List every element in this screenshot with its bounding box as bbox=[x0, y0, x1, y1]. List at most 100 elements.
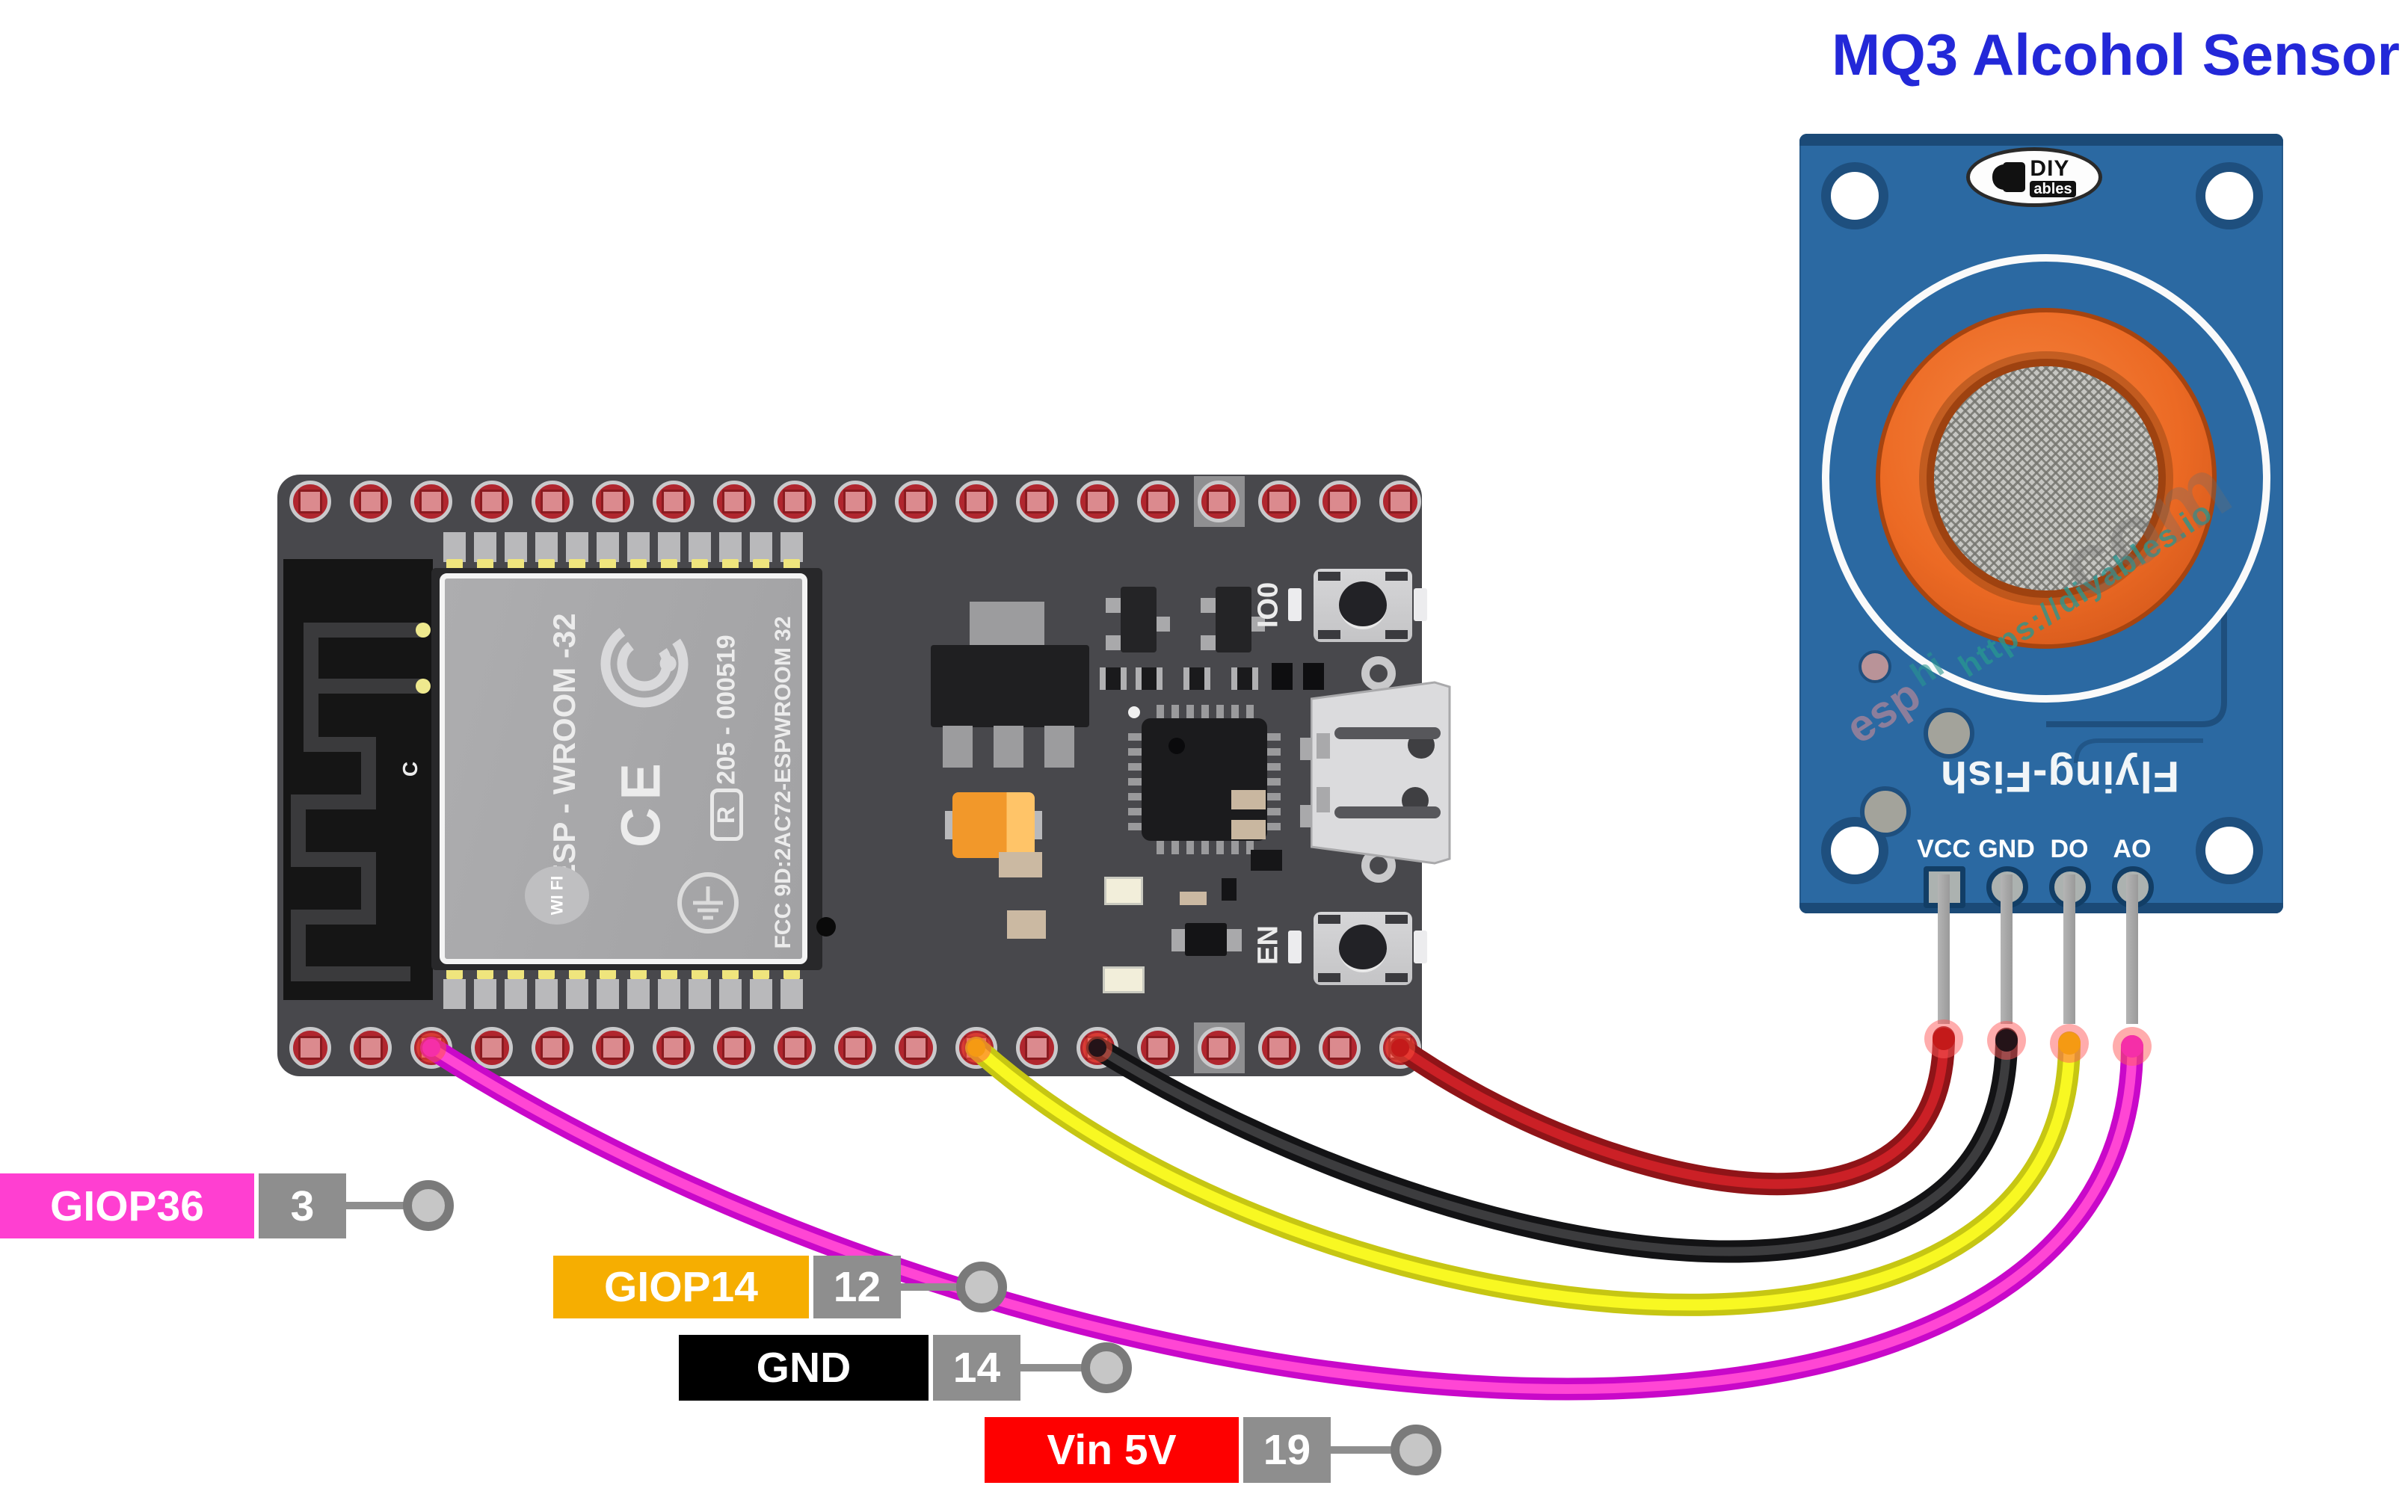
en-button-cap[interactable] bbox=[1339, 925, 1387, 972]
header-pin bbox=[471, 481, 513, 522]
transistor-leg bbox=[1201, 598, 1216, 613]
castellation-pad bbox=[566, 979, 588, 1009]
smd-capacitor bbox=[1136, 667, 1163, 690]
qfn-pin bbox=[1246, 841, 1254, 854]
qfn-pin bbox=[1186, 705, 1194, 718]
resistor bbox=[999, 852, 1042, 877]
sensor-pin-do bbox=[2063, 874, 2075, 1024]
castellation-pad bbox=[443, 532, 466, 562]
diode-lead bbox=[1225, 929, 1242, 951]
ce-mark: CE bbox=[609, 756, 672, 848]
callout-giop14: GIOP14 bbox=[553, 1256, 809, 1318]
header-pin bbox=[350, 481, 392, 522]
sensor-pin-gnd bbox=[2001, 874, 2013, 1024]
solder-pad bbox=[1860, 786, 1911, 837]
page-title: MQ3 Alcohol Sensor bbox=[1832, 22, 2400, 87]
wire-do-outer bbox=[965, 1031, 2081, 1316]
qfn-pin bbox=[1201, 705, 1209, 718]
header-pin bbox=[1379, 1027, 1421, 1069]
mounting-hole bbox=[2196, 817, 2263, 884]
regulator-tab bbox=[970, 602, 1044, 647]
header-pin bbox=[774, 481, 816, 522]
resistor bbox=[1007, 910, 1046, 939]
transistor-leg bbox=[1155, 617, 1170, 632]
callout-terminal bbox=[1391, 1425, 1441, 1475]
callout-vin5v: Vin 5V bbox=[985, 1417, 1239, 1483]
micro-usb-connector[interactable] bbox=[1311, 681, 1460, 865]
resistor bbox=[1231, 820, 1266, 839]
wire-do-core bbox=[970, 1037, 2075, 1311]
castellation-pad bbox=[474, 979, 496, 1009]
header-pin bbox=[834, 1027, 876, 1069]
qfn-pin bbox=[1128, 793, 1142, 800]
header-pin bbox=[1016, 1027, 1058, 1069]
io0-button-tab bbox=[1414, 588, 1427, 621]
qfn-pin bbox=[1128, 778, 1142, 786]
diyables-logo-icon bbox=[1992, 162, 2026, 192]
smd-capacitor bbox=[1183, 667, 1210, 690]
transistor-leg bbox=[1106, 598, 1121, 613]
qfn-pin bbox=[1128, 808, 1142, 815]
led bbox=[1104, 877, 1143, 905]
header-pin bbox=[1379, 481, 1421, 522]
qfn-pin bbox=[1157, 841, 1164, 854]
qfn-pin bbox=[1201, 841, 1209, 854]
pcb-traces bbox=[2046, 612, 2227, 764]
qfn-pin bbox=[1231, 705, 1239, 718]
qfn-pin bbox=[1267, 733, 1281, 741]
header-pin bbox=[592, 481, 634, 522]
logo-ables-text: ables bbox=[2030, 180, 2076, 197]
smd-ic bbox=[1272, 663, 1293, 690]
qfn-pin bbox=[1157, 705, 1164, 718]
en-button-tab bbox=[1288, 931, 1302, 963]
voltage-regulator bbox=[931, 645, 1089, 727]
qfn-pin bbox=[1128, 763, 1142, 771]
qfn-pin bbox=[1171, 841, 1179, 854]
qfn-pin bbox=[1267, 823, 1281, 830]
board-edge bbox=[1799, 903, 2283, 913]
white-ring bbox=[1822, 254, 2270, 703]
header-pin bbox=[895, 481, 937, 522]
module-dot bbox=[816, 917, 836, 936]
silkscreen-c: C bbox=[398, 761, 422, 777]
smd-capacitor bbox=[1100, 667, 1127, 690]
callout-line bbox=[346, 1202, 406, 1209]
usb-pad bbox=[1300, 738, 1312, 760]
header-pin bbox=[955, 1027, 997, 1069]
callout-line bbox=[1020, 1364, 1084, 1371]
header-pin bbox=[1198, 1027, 1240, 1069]
qfn-pin bbox=[1267, 808, 1281, 815]
diyables-logo: DIY ables bbox=[1966, 147, 2102, 207]
io0-button[interactable] bbox=[1314, 569, 1412, 642]
qfn-pin bbox=[1267, 793, 1281, 800]
header-pin bbox=[1319, 481, 1361, 522]
header-pin bbox=[289, 481, 331, 522]
regulator-leg bbox=[994, 726, 1023, 768]
wifi-logo: WI FI bbox=[525, 866, 589, 925]
callout-line bbox=[901, 1283, 959, 1291]
castellation-pad bbox=[627, 532, 650, 562]
castellation-pad bbox=[597, 532, 619, 562]
qfn-pin bbox=[1267, 748, 1281, 756]
diode-lead bbox=[1171, 929, 1188, 951]
board-name-text: Flying-Fish bbox=[1939, 752, 2180, 800]
usb-pad bbox=[1300, 805, 1312, 827]
header-pin bbox=[713, 481, 755, 522]
pin-label-ao: AO bbox=[2113, 835, 2152, 863]
header-pin bbox=[1077, 1027, 1118, 1069]
io0-button-cap[interactable] bbox=[1339, 581, 1387, 629]
pin-label-gnd: GND bbox=[1978, 835, 2035, 863]
en-button[interactable] bbox=[1314, 912, 1412, 985]
qfn-pin bbox=[1128, 733, 1142, 741]
module-fcc-text: FCC 9D:2AC72-ESPWROOM 32 bbox=[771, 616, 795, 949]
qfn-pin bbox=[1128, 823, 1142, 830]
qfn-pin bbox=[1231, 841, 1239, 854]
en-label: EN bbox=[1252, 925, 1284, 965]
header-pin bbox=[289, 1027, 331, 1069]
header-pin bbox=[653, 1027, 695, 1069]
castellation-pad bbox=[535, 532, 558, 562]
castellation-pad bbox=[750, 532, 772, 562]
header-pin bbox=[1258, 1027, 1300, 1069]
silkscreen-dot bbox=[1128, 706, 1140, 718]
